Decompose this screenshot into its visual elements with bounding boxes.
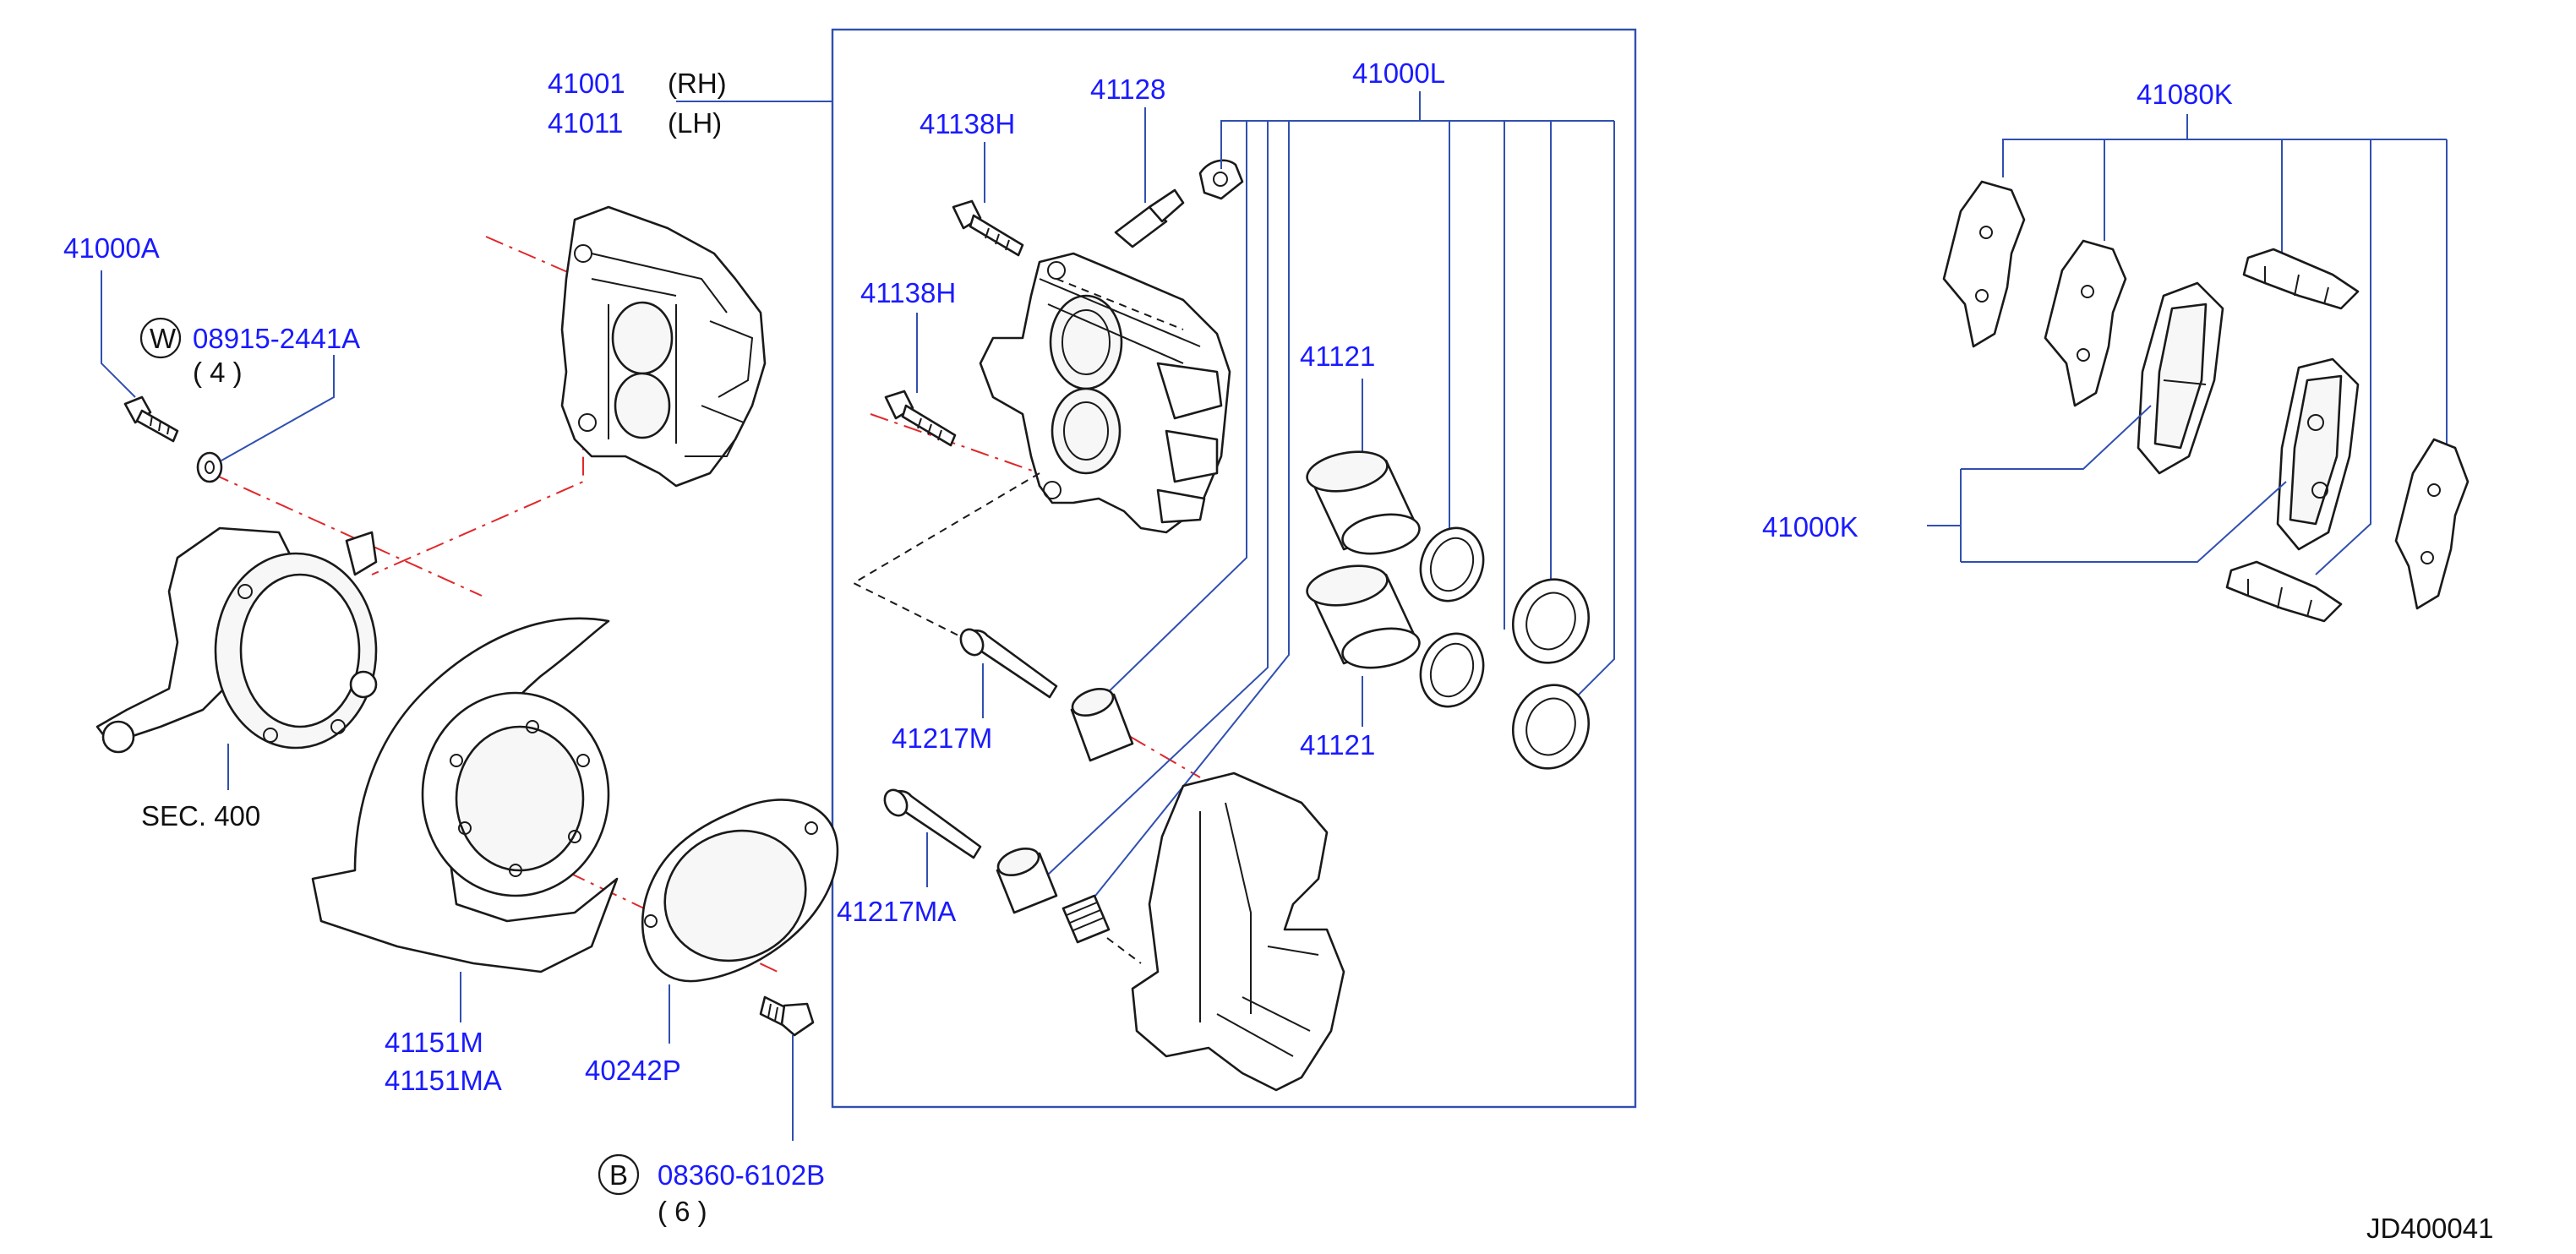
b-marker-icon — [598, 1153, 640, 1196]
caliper-kit-frame — [831, 28, 1637, 1109]
label-sec-400[interactable]: SEC. 400 — [141, 800, 260, 831]
bolt-icon[interactable] — [759, 995, 815, 1037]
bleeder-screw-icon[interactable] — [1114, 159, 1244, 248]
pad-clip-icon[interactable] — [2242, 248, 2360, 310]
pad-clip-icon[interactable] — [2225, 560, 2343, 623]
plate-icon[interactable] — [641, 799, 839, 984]
label-41000L[interactable]: 41000L — [1352, 57, 1445, 89]
piston-icon[interactable] — [1304, 446, 1422, 559]
boot-icon[interactable] — [1069, 684, 1134, 762]
guide-pin-icon[interactable] — [881, 786, 982, 859]
shim-icon[interactable] — [2394, 438, 2470, 610]
label-41151MA[interactable]: 41151MA — [385, 1065, 502, 1096]
label-08360-6102B[interactable]: 08360-6102B — [658, 1159, 825, 1191]
caliper-assembly-icon[interactable] — [560, 205, 767, 488]
label-41217M[interactable]: 41217M — [892, 722, 992, 754]
label-lh: (LH) — [668, 107, 722, 139]
label-41217MA[interactable]: 41217MA — [837, 896, 956, 927]
bolt-icon[interactable] — [952, 199, 1024, 257]
diagram-code: JD400041 — [2366, 1213, 2493, 1244]
bolt-icon[interactable] — [123, 395, 179, 443]
label-41000A[interactable]: 41000A — [63, 232, 160, 264]
label-40242P[interactable]: 40242P — [585, 1055, 681, 1086]
b-marker-text: B — [609, 1159, 628, 1191]
label-41151M[interactable]: 41151M — [385, 1027, 483, 1058]
dust-shield-icon[interactable] — [311, 617, 619, 973]
caliper-icon[interactable] — [979, 252, 1231, 534]
shim-icon[interactable] — [1942, 180, 2026, 348]
label-41000K[interactable]: 41000K — [1762, 511, 1858, 542]
label-41080K[interactable]: 41080K — [2137, 79, 2233, 110]
washer-icon[interactable] — [196, 451, 223, 483]
w-marker-icon — [139, 317, 182, 359]
seal-ring-icon[interactable] — [1502, 569, 1601, 673]
label-41138H-mid[interactable]: 41138H — [860, 277, 956, 308]
label-qty-4: ( 4 ) — [193, 357, 243, 388]
label-qty-6: ( 6 ) — [658, 1196, 707, 1227]
seal-ring-icon[interactable] — [1502, 674, 1601, 779]
label-41001[interactable]: 41001 — [548, 68, 625, 99]
label-41121-bot[interactable]: 41121 — [1300, 729, 1375, 761]
w-marker-text: W — [150, 323, 177, 354]
seal-ring-icon[interactable] — [1411, 519, 1493, 609]
label-41128[interactable]: 41128 — [1090, 74, 1165, 105]
label-41138H-top[interactable]: 41138H — [920, 108, 1015, 139]
steering-knuckle-icon[interactable] — [96, 526, 378, 754]
brake-pad-icon[interactable] — [2276, 357, 2360, 551]
label-41121-top[interactable]: 41121 — [1300, 341, 1375, 372]
label-rh: (RH) — [668, 68, 727, 99]
piston-icon[interactable] — [1304, 560, 1422, 673]
guide-pin-icon[interactable] — [957, 625, 1058, 699]
boot-icon[interactable] — [1062, 894, 1111, 944]
bolt-icon[interactable] — [884, 390, 957, 447]
brake-pad-icon[interactable] — [2137, 281, 2224, 475]
label-41011[interactable]: 41011 — [548, 107, 623, 139]
boot-icon[interactable] — [995, 843, 1058, 914]
label-08915-2441A[interactable]: 08915-2441A — [193, 323, 360, 354]
seal-ring-icon[interactable] — [1411, 624, 1493, 715]
torque-member-icon[interactable] — [1131, 771, 1345, 1092]
shim-icon[interactable] — [2044, 239, 2127, 407]
